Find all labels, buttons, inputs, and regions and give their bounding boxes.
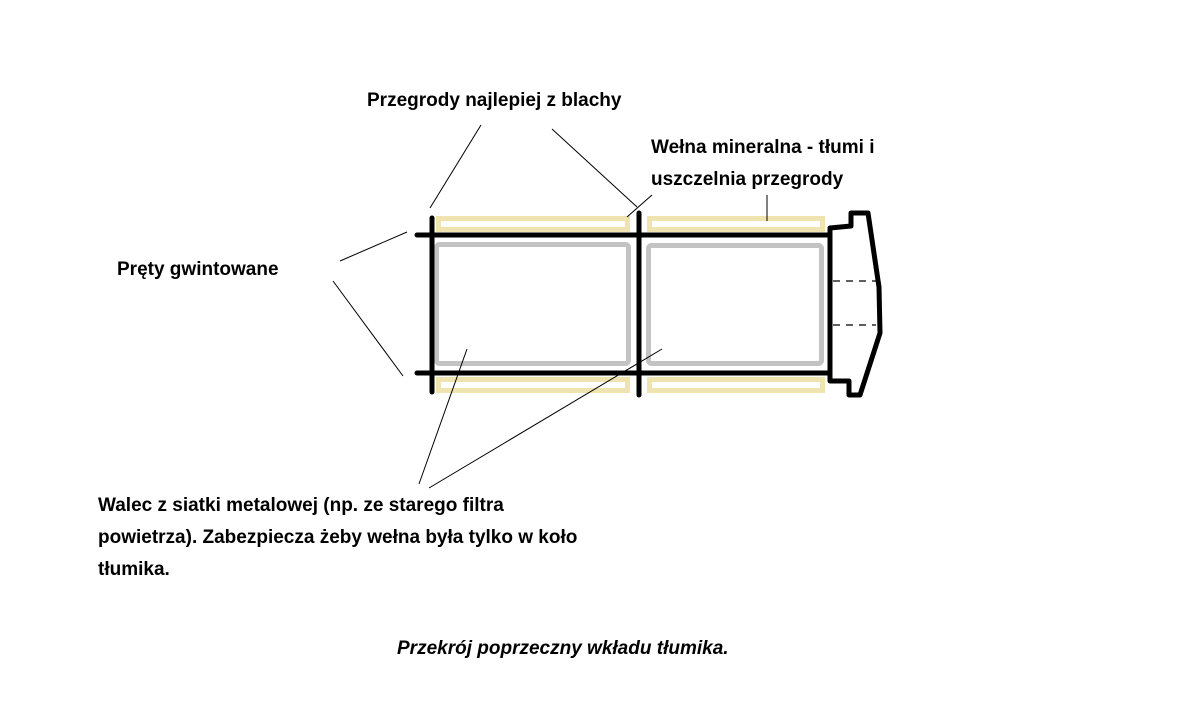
leader-rods-bottom xyxy=(332,280,404,377)
mineral-wool-label-line1: Wełna mineralna - tłumi i xyxy=(651,137,875,158)
diagram-caption: Przekrój poprzeczny wkładu tłumika. xyxy=(397,638,729,659)
leader-wool-a xyxy=(626,194,653,218)
mesh-cylinder-label-line1: Walec z siatki metalowej (np. ze starego… xyxy=(98,495,504,516)
mineral-wool-label: Wełna mineralna - tłumi i uszczelnia prz… xyxy=(651,132,874,196)
mesh-cylinder-label-line3: tłumika. xyxy=(98,559,170,580)
end-cap-outline xyxy=(827,210,883,398)
leader-baffles-left xyxy=(429,124,482,209)
leader-lines xyxy=(332,124,768,489)
mesh-cylinder-left xyxy=(434,242,631,366)
mesh-cylinder-label-line2: powietrza). Zabezpiecza żeby wełna była … xyxy=(98,527,578,548)
baffles-label: Przegrody najlepiej z blachy xyxy=(367,90,622,111)
mineral-wool-group xyxy=(436,216,825,393)
leader-rods-top xyxy=(339,231,408,262)
threaded-rods-group xyxy=(414,232,833,376)
threaded-rods-label: Pręty gwintowane xyxy=(117,259,279,280)
mesh-cylinder-right xyxy=(646,243,824,366)
leader-mesh-right xyxy=(428,348,663,489)
wool-bottom-left xyxy=(436,377,630,393)
end-cap xyxy=(827,210,883,398)
wool-top-left xyxy=(436,216,630,232)
wool-top-right xyxy=(647,216,825,232)
mesh-cylinder-label: Walec z siatki metalowej (np. ze starego… xyxy=(98,490,577,586)
wool-bottom-right xyxy=(647,377,825,393)
mineral-wool-label-line2: uszczelnia przegrody xyxy=(651,169,844,190)
leader-mesh-left xyxy=(418,348,468,485)
leader-baffles-right xyxy=(551,128,638,208)
baffles-group xyxy=(429,210,642,398)
mesh-cylinders-group xyxy=(434,242,824,366)
